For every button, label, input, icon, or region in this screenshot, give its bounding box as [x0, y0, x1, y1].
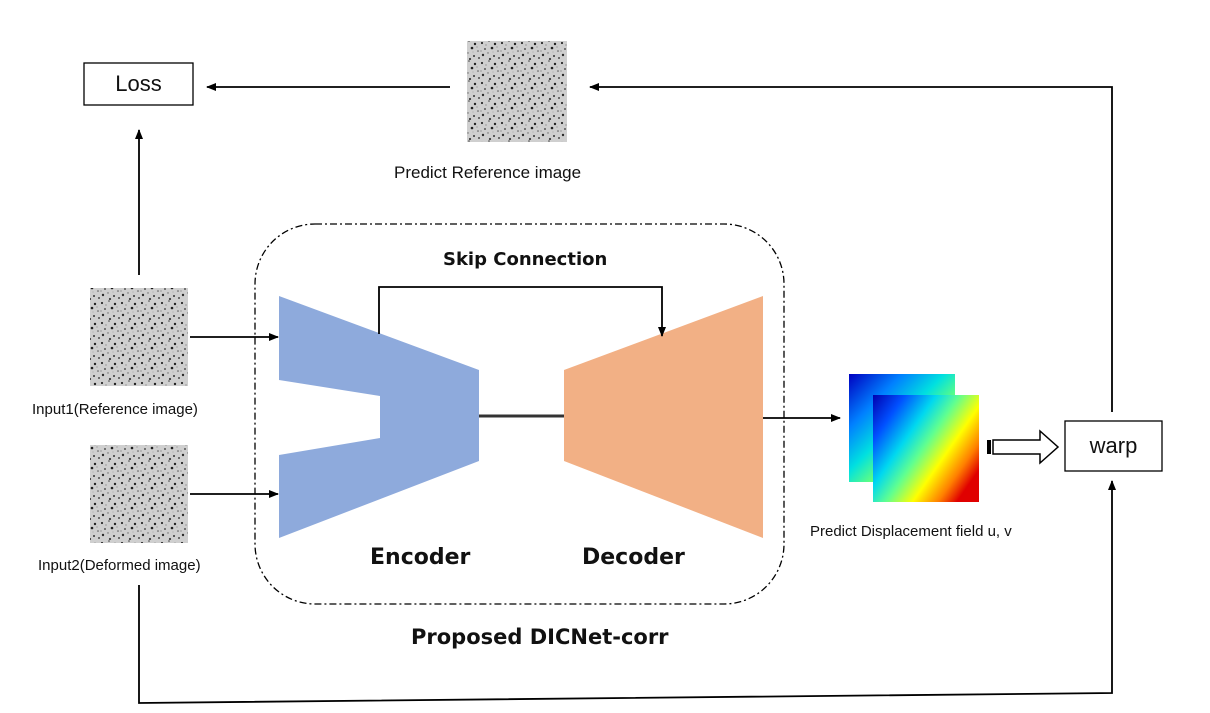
skip-connection-label: Skip Connection: [443, 249, 608, 270]
skip-connection-arrow: [378, 286, 666, 337]
predict-displacement-caption: Predict Displacement field u, v: [810, 523, 1012, 540]
encoder-label: Encoder: [370, 545, 471, 570]
decoder-block: [564, 296, 763, 538]
encoder-block: [279, 296, 479, 538]
input2-speckle-image: [90, 445, 188, 543]
predict-reference-caption: Predict Reference image: [394, 163, 582, 182]
network-container: [254, 223, 785, 605]
loss-box: [83, 62, 194, 106]
input1-speckle-image: [90, 288, 188, 386]
warp-box: [1064, 420, 1163, 472]
loss-label: Loss: [115, 71, 162, 96]
predicted-reference-speckle-image: [467, 41, 567, 142]
warp-label: warp: [1089, 433, 1138, 458]
input2-caption: Input2(Deformed image): [38, 557, 201, 574]
input2-to-warp-arrow: [138, 480, 1116, 704]
hollow-arrow-icon: [987, 429, 1060, 465]
model-name-label: Proposed DICNet-corr: [411, 625, 669, 649]
warp-to-prediction-arrow: [589, 83, 1113, 412]
decoder-label: Decoder: [582, 545, 685, 570]
input1-caption: Input1(Reference image): [32, 401, 198, 418]
displacement-field-icon: [849, 374, 979, 502]
